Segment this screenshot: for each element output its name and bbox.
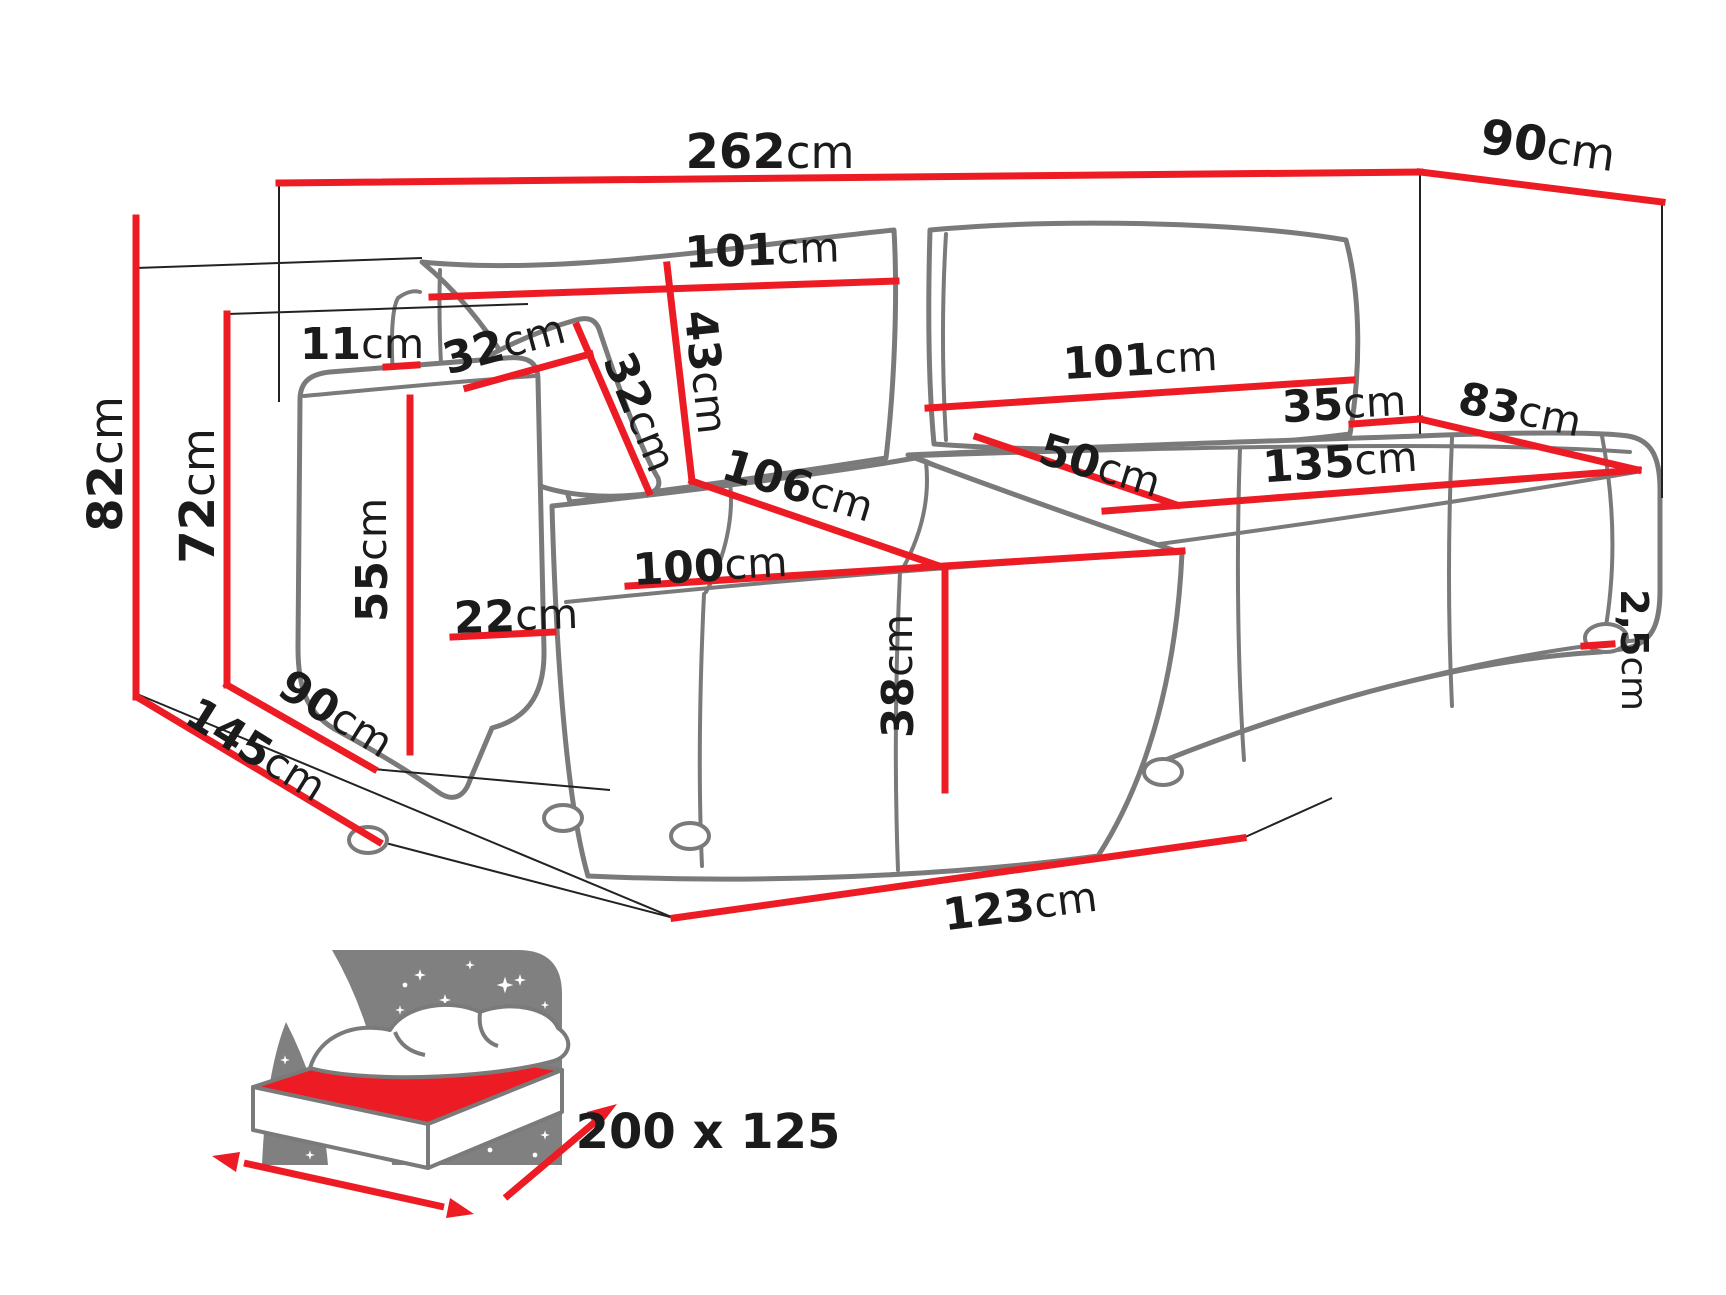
dim-label-back-cushion-left: 101cm	[684, 222, 841, 278]
dimension-line-left-seat-width	[624, 547, 1186, 590]
dimension-line-back-cushion-right	[924, 376, 1356, 412]
mattress	[251, 1002, 571, 1170]
dimension-line-chaise-depth	[132, 692, 384, 847]
dim-label-total-height: 82cm	[78, 396, 134, 532]
dimension-line-back-gap	[382, 361, 421, 371]
dimension-line-total-depth	[1416, 168, 1666, 206]
dimension-line-small-pillow-side	[572, 321, 654, 497]
back-cushion-right-gusset	[941, 232, 948, 442]
depth-arrow	[502, 1119, 598, 1201]
dim-label-chaise-length: 123cm	[940, 871, 1100, 940]
dimension-lines	[132, 168, 1666, 922]
dimension-line-chaise-length	[670, 834, 1247, 922]
dim-label-corner-seat-width: 35cm	[1281, 375, 1408, 432]
dim-label-armrest-width: 22cm	[453, 588, 579, 643]
back-panel-edge	[389, 289, 422, 392]
construction-inner-height-top	[226, 303, 529, 315]
size-arrows	[212, 1104, 617, 1218]
sofa-foot	[1142, 757, 1184, 787]
duvet-folds	[393, 1012, 499, 1057]
sofa-foot	[542, 803, 584, 833]
dim-label-seat-height: 38cm	[873, 614, 924, 738]
dim-label-small-pillow-width: 32cm	[437, 303, 570, 384]
dim-label-left-seat-width: 100cm	[631, 536, 788, 595]
sleeping-function-icon: 200 x 125	[212, 950, 840, 1218]
dimension-line-armrest-width	[449, 628, 557, 641]
dimension-line-middle-seat-width	[972, 432, 1182, 510]
construction-floor-front	[377, 840, 675, 919]
dimension-line-backrest-height	[663, 261, 696, 485]
dim-label-back-gap: 11cm	[300, 319, 424, 370]
construction-floor-inner	[372, 768, 611, 791]
duvet	[308, 1002, 571, 1080]
dim-label-back-cushion-right: 101cm	[1061, 330, 1218, 389]
construction-height-top	[135, 257, 423, 269]
sofa-foot	[669, 821, 711, 851]
dimension-line-small-pillow-width	[462, 349, 595, 393]
mattress-side-right	[426, 1068, 564, 1170]
construction-floor-right	[1242, 797, 1333, 839]
dim-label-backrest-height: 43cm	[674, 308, 738, 437]
dimension-line-back-cushion-left	[428, 277, 900, 301]
construction-lines	[135, 172, 1663, 919]
armrest-left	[295, 355, 547, 800]
sofa-outline	[295, 220, 1663, 882]
dim-label-armrest-height: 55cm	[347, 498, 398, 622]
width-arrow	[243, 1159, 445, 1211]
dim-label-total-depth: 90cm	[1477, 109, 1619, 183]
sleeping-area-size: 200 x 125	[576, 1104, 841, 1160]
dim-label-right-seat-width: 135cm	[1261, 431, 1419, 493]
dimension-line-corner-seat-width	[1348, 415, 1424, 428]
dimension-line-leg-height	[1580, 640, 1616, 650]
dimension-line-body-depth	[222, 680, 379, 774]
dimension-line-end-seat-depth	[1415, 414, 1643, 475]
dim-label-total-width: 262cm	[686, 124, 855, 180]
construction-floor-left	[136, 693, 675, 919]
dimension-line-right-seat-width	[1101, 466, 1642, 515]
dimension-line-corner-diagonal	[687, 476, 950, 573]
dim-label-backrest-frame-height: 72cm	[170, 428, 226, 564]
dimension-line-total-width	[275, 168, 1424, 187]
dim-label-leg-height: 2,5cm	[1612, 589, 1656, 711]
